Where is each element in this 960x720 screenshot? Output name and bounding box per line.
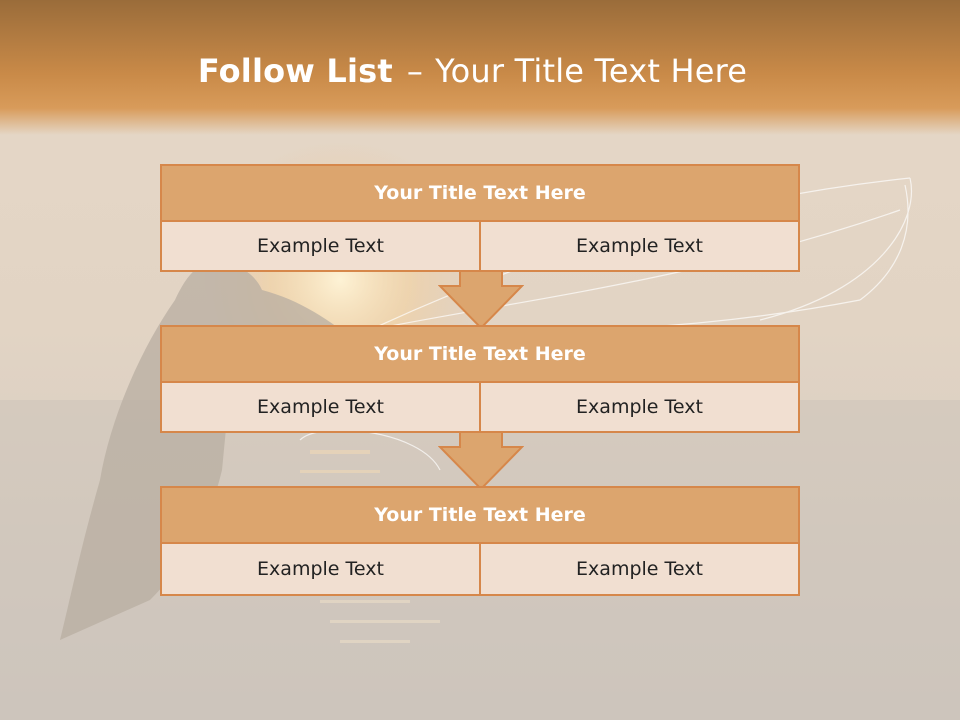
title-rest: Your Title Text Here — [435, 52, 748, 90]
box-title: Your Title Text Here — [162, 327, 798, 383]
list-box-2: Your Title Text Here Example Text Exampl… — [160, 325, 800, 433]
box-row: Example Text Example Text — [162, 222, 798, 270]
box-cell-left: Example Text — [162, 383, 479, 431]
box-row: Example Text Example Text — [162, 383, 798, 431]
water-reflection — [300, 450, 440, 643]
box-cell-left: Example Text — [162, 544, 479, 594]
header-band — [0, 0, 960, 135]
box-title: Your Title Text Here — [162, 488, 798, 544]
box-cell-right: Example Text — [479, 383, 798, 431]
title-separator: – — [406, 52, 424, 90]
box-cell-right: Example Text — [479, 544, 798, 594]
title-bold: Follow List — [197, 52, 393, 90]
list-box-3: Your Title Text Here Example Text Exampl… — [160, 486, 800, 596]
box-cell-left: Example Text — [162, 222, 479, 270]
list-box-1: Your Title Text Here Example Text Exampl… — [160, 164, 800, 272]
box-row: Example Text Example Text — [162, 544, 798, 594]
page-title: Follow List–Your Title Text Here — [0, 52, 945, 90]
down-arrow-icon — [438, 431, 524, 491]
fisherman-silhouette — [60, 262, 360, 640]
box-cell-right: Example Text — [479, 222, 798, 270]
box-title: Your Title Text Here — [162, 166, 798, 222]
down-arrow-icon — [438, 270, 524, 330]
